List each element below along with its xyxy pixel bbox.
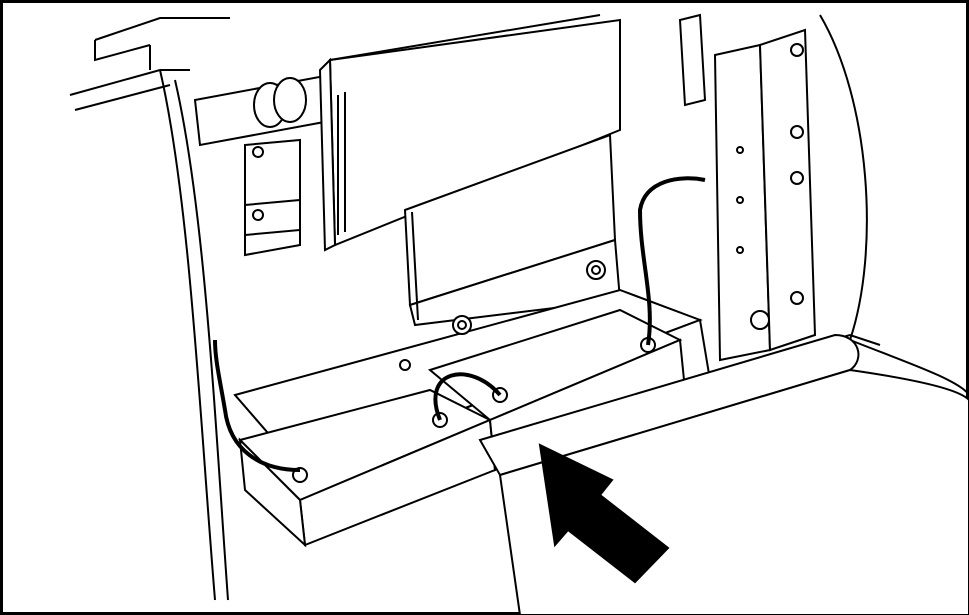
muffler-box xyxy=(318,14,621,252)
battery-cables xyxy=(213,176,706,472)
left-body-panel xyxy=(69,17,230,601)
bolts xyxy=(399,260,770,371)
right-bracket-assembly xyxy=(678,13,817,362)
arrow-pointer-icon xyxy=(538,443,670,584)
bracket-left xyxy=(244,138,301,257)
